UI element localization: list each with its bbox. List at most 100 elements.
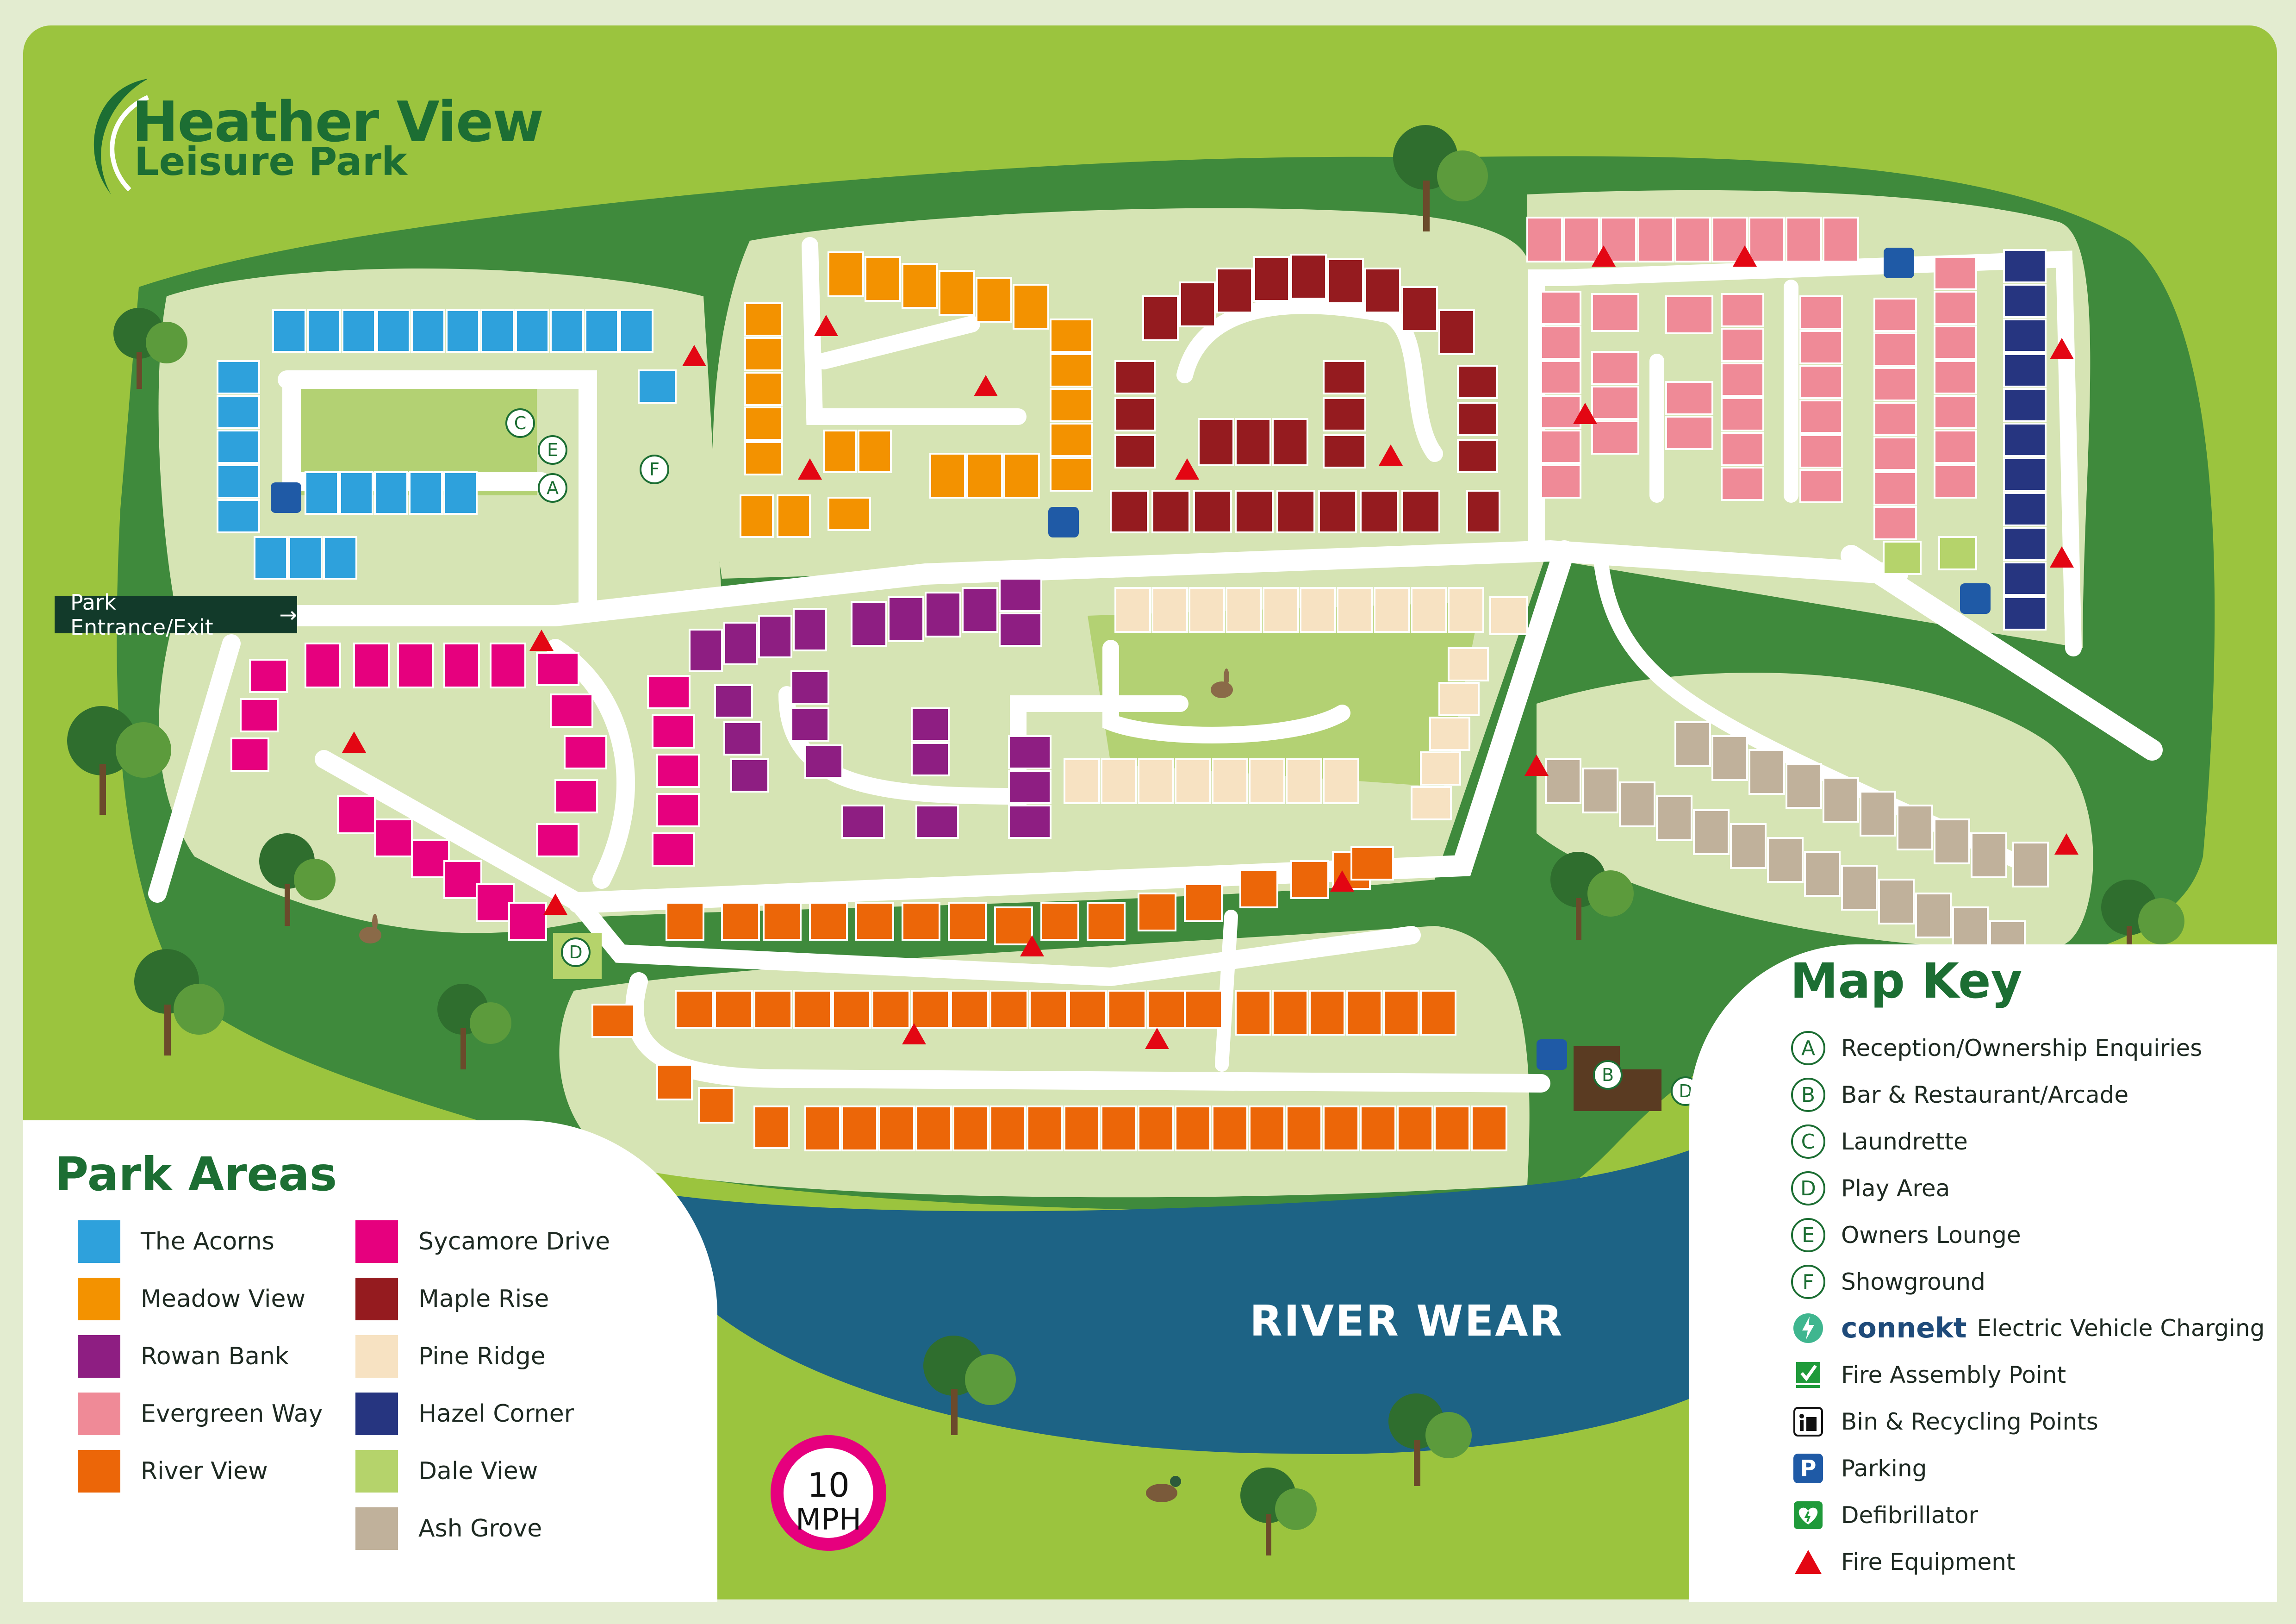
key-label: Fire Equipment: [1841, 1549, 2016, 1575]
parking-glyph: P: [1793, 1454, 1823, 1483]
area-name: The Acorns: [141, 1228, 274, 1255]
park-logo-name: Heather View: [132, 90, 544, 155]
rabbit-icon: [359, 914, 381, 943]
key-row-play-area: D Play Area: [1790, 1170, 1950, 1206]
area-legend-item: Sycamore Drive: [355, 1220, 610, 1263]
tree-cluster-sse: [1240, 1468, 1317, 1555]
key-row-fire-equipment: Fire Equipment: [1790, 1544, 2016, 1580]
area-legend-item: Meadow View: [78, 1278, 305, 1320]
key-label: Play Area: [1841, 1175, 1950, 1202]
owners-lounge-marker-icon: E: [1790, 1217, 1826, 1253]
key-row-laundrette: C Laundrette: [1790, 1124, 1968, 1160]
fire-equipment-icon: [1790, 1544, 1826, 1580]
key-label: Electric Vehicle Charging: [1977, 1315, 2265, 1342]
key-letter: D: [1791, 1171, 1825, 1206]
area-legend-item: Rowan Bank: [78, 1335, 289, 1378]
key-label: Laundrette: [1841, 1128, 1968, 1155]
area-color-swatch: [355, 1450, 398, 1493]
showground-marker-icon: F: [1790, 1264, 1826, 1300]
facility-marker-e: E: [538, 435, 567, 465]
defibrillator-icon: [1790, 1497, 1826, 1533]
plots-rowan-bank: [689, 578, 1052, 839]
area-name: Rowan Bank: [141, 1343, 289, 1370]
parking-icon: P: [1790, 1450, 1826, 1487]
area-legend-item: Dale View: [355, 1450, 538, 1493]
speed-limit-sign: 10 MPH: [771, 1435, 886, 1551]
park-areas-title: Park Areas: [55, 1147, 337, 1201]
key-letter: E: [1791, 1218, 1825, 1252]
tree-cluster-sw: [134, 949, 224, 1056]
key-label: Fire Assembly Point: [1841, 1362, 2066, 1388]
key-row-owners-lounge: E Owners Lounge: [1790, 1217, 2021, 1253]
key-row-bar: B Bar & Restaurant/Arcade: [1790, 1077, 2128, 1113]
key-letter: A: [1791, 1031, 1825, 1065]
area-legend-item: Hazel Corner: [355, 1393, 574, 1435]
tree-cluster-north: [1393, 125, 1488, 231]
tree-cluster-river-south: [923, 1336, 1016, 1435]
facility-marker-d: D: [561, 937, 591, 967]
area-legend-item: Pine Ridge: [355, 1335, 546, 1378]
park-entrance-sign: Park Entrance/Exit →: [55, 590, 297, 640]
area-legend-item: River View: [78, 1450, 268, 1493]
plots-river-view: [591, 846, 1507, 1151]
area-name: Pine Ridge: [418, 1343, 546, 1370]
key-row-defibrillator: Defibrillator: [1790, 1497, 1978, 1533]
duck-icon: [1146, 1476, 1181, 1502]
area-color-swatch: [355, 1507, 398, 1550]
tree-cluster-centre-south: [259, 833, 336, 926]
area-color-swatch: [78, 1278, 120, 1320]
area-name: Dale View: [418, 1457, 538, 1485]
key-row-ev-charging: connekt Electric Vehicle Charging: [1790, 1310, 2265, 1346]
key-letter: F: [1791, 1265, 1825, 1299]
rabbit-icon: [1211, 668, 1233, 698]
area-color-swatch: [78, 1450, 120, 1493]
key-row-fire-assembly: Fire Assembly Point: [1790, 1357, 2066, 1393]
area-legend-item: Ash Grove: [355, 1507, 542, 1550]
trees: [67, 125, 2184, 1555]
area-name: Evergreen Way: [141, 1400, 323, 1428]
plots-hazel-corner: [2003, 249, 2047, 631]
area-color-swatch: [78, 1393, 120, 1435]
area-color-swatch: [78, 1335, 120, 1378]
facility-marker-f: F: [640, 455, 669, 484]
map-key-title: Map Key: [1790, 953, 2022, 1009]
area-color-swatch: [355, 1278, 398, 1320]
area-color-swatch: [355, 1220, 398, 1263]
tree-cluster-s-left: [437, 984, 511, 1069]
arrow-right-icon: →: [279, 602, 297, 627]
bar-marker-icon: B: [1790, 1077, 1826, 1113]
key-letter: B: [1791, 1078, 1825, 1112]
connekt-logo-text: connekt: [1841, 1312, 1967, 1344]
ev-charging-icon: [1790, 1310, 1826, 1346]
key-row-reception: A Reception/Ownership Enquiries: [1790, 1030, 2202, 1066]
facility-letter: E: [547, 440, 558, 460]
tree-cluster-se: [1388, 1393, 1472, 1486]
area-color-swatch: [78, 1220, 120, 1263]
key-row-bin: Bin & Recycling Points: [1790, 1404, 2098, 1440]
plots-ash-grove: [1545, 721, 2049, 966]
area-name: Maple Rise: [418, 1285, 549, 1313]
fire-equipment-markers: [342, 245, 2078, 1049]
bin-icon: [1790, 1404, 1826, 1440]
plots-the-acorns: [217, 309, 677, 580]
plots-evergreen-way: [1526, 217, 1977, 540]
plots-maple-rise: [1110, 254, 1500, 533]
tree-cluster-east: [1550, 852, 1634, 940]
key-row-showground: F Showground: [1790, 1264, 1985, 1300]
facility-marker-c: C: [505, 408, 535, 438]
map-key-panel: [1689, 944, 2277, 1602]
laundrette-marker-icon: C: [1790, 1124, 1826, 1160]
plots-sycamore-drive: [230, 643, 700, 941]
parking-markers: [271, 248, 1991, 1070]
facility-marker-a: A: [538, 473, 567, 503]
facility-letter: D: [569, 942, 583, 962]
facility-letter: C: [514, 413, 527, 433]
key-row-parking: P Parking: [1790, 1450, 1927, 1487]
park-entrance-label: Park Entrance/Exit: [70, 590, 213, 640]
plots-pine-ridge: [1064, 587, 1528, 820]
park-logo-subtitle: Leisure Park: [134, 139, 408, 184]
tree-cluster-nw: [113, 308, 187, 389]
facility-letter: F: [649, 459, 660, 480]
key-letter: C: [1791, 1124, 1825, 1159]
